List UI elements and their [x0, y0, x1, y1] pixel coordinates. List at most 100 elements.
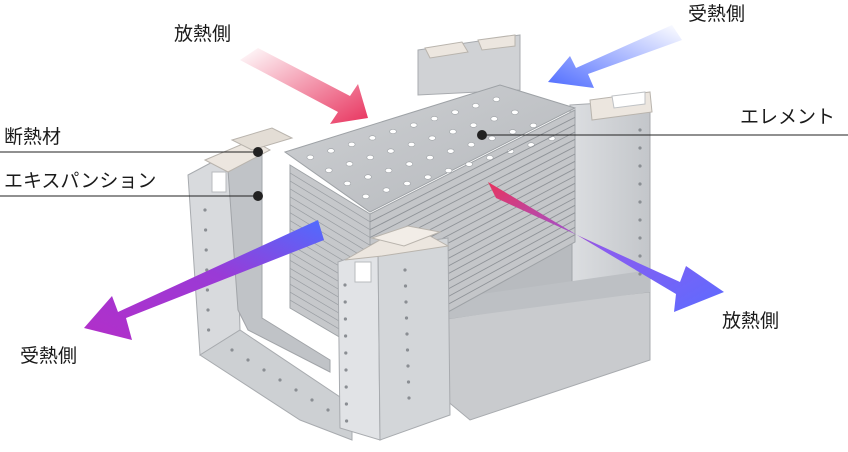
element-hole: [509, 129, 517, 135]
bolt: [406, 364, 410, 368]
label-heat-release-right: 放熱側: [722, 310, 780, 332]
bolt: [204, 248, 208, 252]
label-expansion: エキスパンション: [4, 170, 157, 192]
housing-back: [417, 34, 653, 421]
bolt: [638, 254, 642, 258]
element-hole: [527, 142, 535, 148]
bolt: [343, 283, 347, 287]
exhaust-right-arrow: [488, 182, 724, 312]
element-hole: [405, 161, 413, 167]
element-hole: [428, 135, 436, 141]
element-hole: [488, 135, 496, 141]
element-hole: [490, 116, 498, 122]
element-hole: [467, 142, 475, 148]
housing-left: [187, 127, 353, 441]
element-hole: [362, 193, 370, 199]
element-hole: [451, 109, 459, 115]
element-hole: [364, 174, 372, 180]
bolt: [638, 236, 642, 240]
element-plate-line: [289, 172, 371, 223]
element-hole: [343, 180, 351, 186]
element-hole: [472, 103, 480, 109]
element-hole: [506, 148, 515, 154]
bolt: [344, 385, 348, 389]
element-plate-line: [289, 188, 371, 238]
element-hole: [366, 154, 374, 160]
element-hole: [449, 129, 457, 135]
element-hole: [389, 129, 397, 135]
element-hole: [529, 122, 538, 128]
bolt: [638, 200, 642, 204]
bolt: [344, 334, 348, 338]
element-plate-line: [369, 124, 576, 231]
element-plate-line: [289, 180, 371, 230]
bolt: [294, 388, 298, 392]
bolt: [344, 351, 348, 355]
bolt: [246, 358, 250, 362]
housing-bolts: [203, 128, 642, 423]
bolt: [405, 348, 410, 352]
element-hole: [306, 154, 314, 160]
bolt: [638, 164, 642, 168]
element-hole: [325, 167, 333, 173]
label-insulation: 断熱材: [4, 126, 62, 148]
element-hole: [407, 142, 416, 148]
bolt: [638, 146, 642, 150]
bolt: [204, 228, 208, 232]
element-hole: [511, 109, 519, 115]
label-heat-receive-top: 受熱側: [688, 3, 746, 25]
label-heat-receive-left: 受熱側: [20, 345, 78, 367]
element-hole: [486, 155, 494, 161]
bolt: [404, 316, 409, 320]
bolt: [203, 208, 207, 212]
element-hole: [426, 155, 434, 161]
bolt: [206, 308, 210, 312]
bolt: [326, 408, 330, 412]
leader-element-dot: [477, 130, 487, 140]
element-hole: [403, 181, 411, 187]
element-plate-line: [289, 196, 371, 246]
cold-inlet-arrow: [548, 25, 682, 88]
element-hole: [492, 96, 501, 102]
bolt: [343, 300, 347, 304]
element-hole: [424, 174, 432, 180]
bolt: [638, 128, 642, 132]
bolt: [638, 272, 642, 276]
bolt: [343, 317, 347, 321]
bolt: [405, 332, 409, 336]
element-plate-line: [369, 131, 576, 238]
bolt: [638, 218, 642, 222]
bolt: [638, 182, 642, 186]
exhaust-left-arrow: [84, 220, 324, 340]
element-hole: [465, 161, 473, 167]
element-hole: [447, 148, 455, 154]
element-hole: [345, 161, 354, 167]
bolt: [403, 268, 407, 272]
element-plate-line: [289, 204, 371, 254]
bolt: [407, 396, 411, 400]
bolt: [403, 284, 408, 288]
element-hole: [410, 122, 418, 128]
element-hole: [387, 148, 395, 154]
bolt: [205, 288, 209, 292]
element-hole: [382, 187, 391, 193]
leader-expansion-dot: [253, 191, 263, 201]
element-hole: [348, 141, 356, 147]
element-hole: [430, 116, 439, 122]
bolt: [406, 380, 411, 384]
element-holes: [306, 96, 556, 199]
bolt: [207, 328, 211, 332]
bolt: [345, 419, 349, 423]
bolt: [404, 300, 408, 304]
housing-front: [337, 225, 451, 441]
bolt: [344, 402, 348, 406]
bolt: [230, 348, 234, 352]
element-hole: [444, 168, 453, 174]
element-hole: [368, 135, 377, 141]
element-hole: [327, 148, 335, 154]
leader-insulation-dot: [253, 147, 263, 157]
bolt: [278, 378, 282, 382]
bolt: [344, 368, 348, 372]
